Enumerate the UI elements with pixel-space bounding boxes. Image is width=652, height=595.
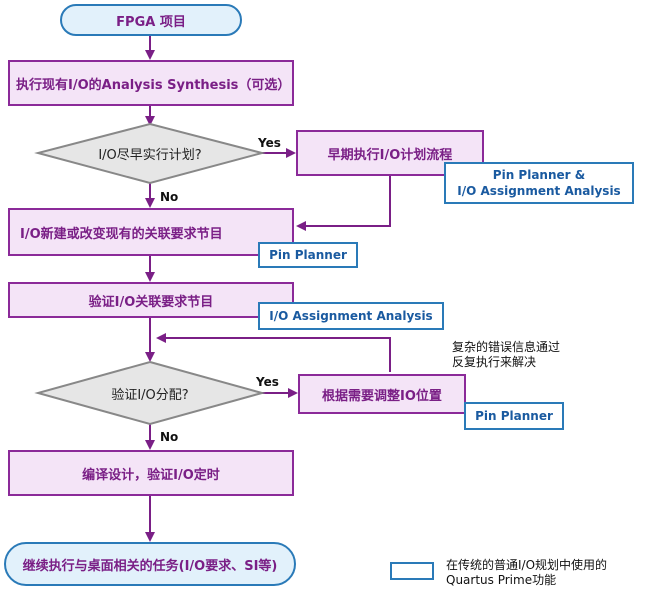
no-label-1: No	[160, 190, 179, 204]
adjust-step: 根据需要调整IO位置	[298, 374, 466, 414]
legend-text: 在传统的普通I/O规划中使用的 Quartus Prime功能	[446, 558, 607, 588]
modify-label: I/O新建或改变现有的关联要求节目	[20, 226, 223, 242]
tool-pin-planner-2-label: Pin Planner	[475, 408, 553, 423]
early-decision-text: I/O尽早实行计划?	[60, 140, 240, 166]
end-label: 继续执行与桌面相关的任务(I/O要求、SI等)	[22, 558, 278, 574]
yes-label-1: Yes	[258, 136, 281, 150]
verify-req-step: 验证I/O关联要求节目	[8, 282, 294, 318]
arrow-adjust-loop	[156, 333, 391, 372]
tool-io-assignment-analysis: I/O Assignment Analysis	[258, 302, 444, 330]
early-plan-step: 早期执行I/O计划流程	[296, 130, 484, 176]
tool-line1: Pin Planner &	[492, 167, 586, 182]
no-label-2: No	[160, 430, 179, 444]
tool-pin-planner-and-assignment: Pin Planner & I/O Assignment Analysis	[444, 162, 634, 204]
tool-pin-planner-1: Pin Planner	[258, 242, 358, 268]
tool-pin-planner-1-label: Pin Planner	[269, 247, 347, 262]
tool-line2: I/O Assignment Analysis	[457, 184, 621, 198]
yes-label-2: Yes	[256, 375, 279, 389]
verify-req-label: 验证I/O关联要求节目	[88, 294, 214, 310]
tool-pin-planner-2: Pin Planner	[464, 402, 564, 430]
alloc-decision-label: 验证I/O分配?	[111, 387, 189, 403]
end-terminal: 继续执行与桌面相关的任务(I/O要求、SI等)	[4, 542, 296, 586]
tool-io-assignment-analysis-label: I/O Assignment Analysis	[269, 308, 433, 323]
early-decision-label: I/O尽早实行计划?	[98, 147, 202, 163]
legend-line1: 在传统的普通I/O规划中使用的	[446, 558, 608, 572]
start-label: FPGA 项目	[116, 14, 186, 30]
modify-step: I/O新建或改变现有的关联要求节目	[8, 208, 294, 256]
analysis-step: 执行现有I/O的Analysis Synthesis（可选）	[8, 60, 294, 106]
compile-label: 编译设计，验证I/O定时	[82, 467, 220, 483]
legend-swatch	[390, 562, 434, 580]
alloc-decision-text: 验证I/O分配?	[60, 380, 240, 406]
loop-note: 复杂的错误信息通过 反复执行来解决	[452, 340, 560, 370]
loop-note-line1: 复杂的错误信息通过	[452, 340, 561, 354]
early-plan-label: 早期执行I/O计划流程	[327, 147, 453, 163]
analysis-label: 执行现有I/O的Analysis Synthesis（可选）	[16, 77, 291, 93]
loop-note-line2: 反复执行来解决	[452, 355, 537, 369]
decision-alloc-diamond	[34, 360, 266, 426]
decision-early-diamond	[34, 122, 266, 185]
arrow-earlyplan-return	[296, 176, 391, 231]
start-terminal: FPGA 项目	[60, 4, 242, 36]
compile-step: 编译设计，验证I/O定时	[8, 450, 294, 496]
adjust-label: 根据需要调整IO位置	[322, 388, 442, 404]
legend-line2: Quartus Prime功能	[446, 573, 557, 587]
